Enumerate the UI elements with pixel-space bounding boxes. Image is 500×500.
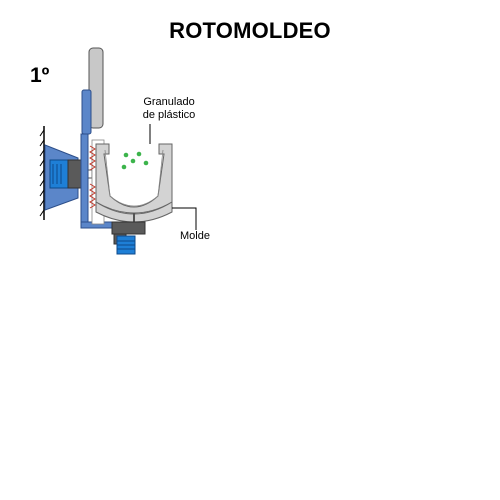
heater-coil-top bbox=[89, 145, 96, 171]
bottom-motor bbox=[111, 213, 146, 255]
heater-coil-bottom bbox=[89, 183, 96, 209]
granulado-label-line2: de plástico bbox=[142, 109, 196, 121]
granulado-label-line1: Granulado bbox=[143, 96, 195, 108]
wall-mount bbox=[39, 126, 93, 220]
oven-lid bbox=[81, 47, 104, 135]
mold bbox=[95, 143, 173, 223]
molde-label: Molde bbox=[180, 230, 210, 242]
granulado-label: Granulado de plástico bbox=[137, 96, 201, 122]
molde-leader bbox=[172, 207, 197, 230]
page-title: ROTOMOLDEO bbox=[169, 18, 331, 43]
step-number: 1º bbox=[30, 64, 50, 87]
plastic-granules bbox=[121, 151, 149, 170]
